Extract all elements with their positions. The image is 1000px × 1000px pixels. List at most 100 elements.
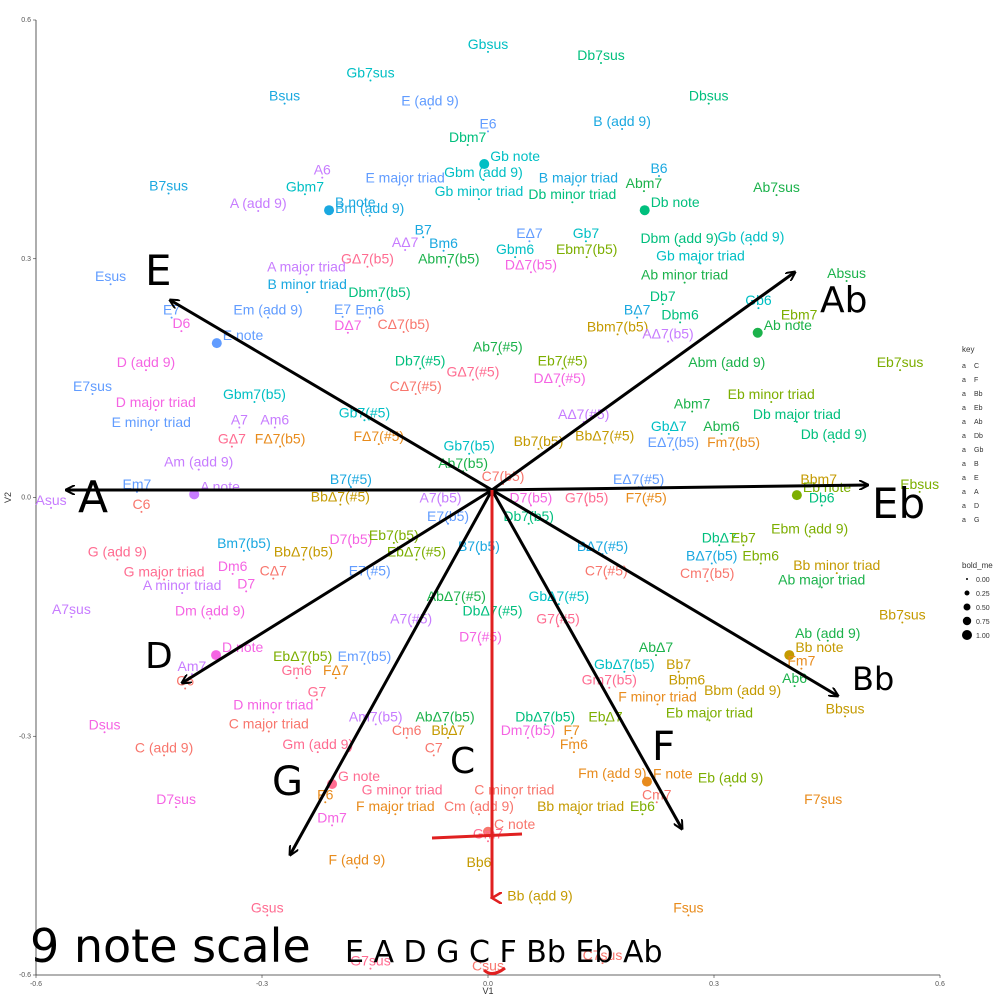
point-label: Gb7sus — [346, 64, 394, 80]
legend-swatch: a — [962, 363, 966, 370]
point-label: Ebm6 — [742, 548, 779, 564]
note-point — [752, 327, 763, 338]
legend-key-label: Gb — [974, 447, 983, 454]
chord-point — [266, 914, 269, 917]
point-label: GΔ7 — [218, 431, 246, 447]
chord-point — [685, 686, 688, 689]
point-label: Dm (add 9) — [175, 602, 245, 618]
chord-point — [230, 445, 233, 448]
legend-size-title: bold_me — [962, 561, 993, 570]
chord-point — [103, 731, 106, 734]
point-label: Bb major triad — [537, 798, 624, 814]
chord-point — [50, 506, 53, 509]
point-label: Ab7(#5) — [473, 338, 523, 354]
chord-point — [835, 572, 838, 575]
chord-point — [706, 580, 709, 583]
data-points — [50, 50, 921, 975]
point-label: Gbm7(b5) — [223, 386, 286, 402]
y-tick-label: 0.3 — [21, 256, 31, 263]
point-label: Bb (add 9) — [507, 887, 572, 903]
point-label: Eb note — [803, 479, 851, 495]
chord-point — [479, 643, 482, 646]
chord-point — [820, 504, 823, 507]
point-label: Eb7(b5) — [369, 527, 419, 543]
point-label: Absus — [827, 265, 866, 281]
point-label: Gm7 — [473, 825, 504, 841]
chord-point — [414, 393, 417, 396]
chord-point — [442, 249, 445, 252]
chord-point — [537, 447, 540, 450]
point-label: Fm7(b5) — [707, 434, 760, 450]
chord-point — [279, 445, 282, 448]
chord-point — [405, 736, 408, 739]
legend-swatch: a — [962, 377, 966, 384]
chord-point — [369, 79, 372, 82]
point-label: FΔ7(b5) — [255, 431, 306, 447]
point-label: Db note — [651, 194, 700, 210]
note-point — [639, 205, 650, 216]
chord-point — [197, 468, 200, 471]
point-label: CΔ7(#5) — [390, 378, 442, 394]
point-label: D7(b5) — [329, 531, 372, 547]
chord-point — [487, 840, 489, 843]
point-label: GbΔ7(#5) — [528, 588, 589, 604]
chord-point — [654, 654, 657, 657]
chord-point — [167, 192, 170, 195]
chord-point — [140, 510, 143, 513]
legend-size-dot — [962, 616, 972, 626]
point-label: A (add 9) — [230, 195, 287, 211]
point-label: E7(#5) — [349, 563, 391, 579]
point-label: Gbm7 — [286, 178, 324, 194]
chord-point — [366, 265, 369, 268]
point-label: FΔ7(#5) — [353, 428, 404, 444]
chord-point — [401, 796, 404, 799]
chord-point — [571, 201, 574, 204]
point-label: Ab7sus — [753, 179, 800, 195]
chord-point — [339, 503, 342, 506]
chord-point — [302, 558, 305, 561]
annotation-arrow-label: E — [145, 246, 172, 295]
point-label: Abm7 — [674, 396, 711, 412]
point-label: Eb major triad — [666, 704, 753, 720]
point-label: Bbm6 — [669, 672, 706, 688]
point-label: Dbm7(b5) — [348, 284, 410, 300]
chord-point — [558, 385, 561, 388]
point-label: EbΔ7(b5) — [273, 648, 332, 664]
point-label: Eb7sus — [877, 354, 924, 370]
note-point — [324, 205, 335, 216]
point-label: Bsus — [269, 88, 300, 104]
point-label: Db minor triad — [528, 186, 616, 202]
chord-point — [444, 723, 447, 726]
chord-point — [661, 303, 664, 306]
point-label: Db7sus — [577, 47, 624, 63]
point-label: FΔ7 — [323, 662, 349, 678]
chord-point — [477, 553, 480, 556]
chord-point — [428, 107, 431, 110]
chord-point — [482, 178, 485, 181]
chord-point — [305, 273, 308, 276]
point-label: Db major triad — [753, 406, 841, 422]
point-label: D minor triad — [233, 696, 313, 712]
legend-swatch: a — [962, 489, 966, 496]
point-label: F (add 9) — [329, 852, 386, 868]
chord-point — [447, 265, 450, 268]
chord-point — [616, 333, 619, 336]
point-label: AΔ7(#5) — [558, 406, 609, 422]
chord-point — [611, 779, 614, 782]
point-label: GbΔ7 — [651, 418, 687, 434]
legend-swatch: a — [962, 447, 966, 454]
point-label: Bm6 — [429, 235, 458, 251]
point-label: Ab minor triad — [641, 267, 728, 283]
annotation-arrow — [491, 488, 838, 696]
chord-point — [70, 615, 73, 618]
chord-point — [303, 193, 306, 196]
point-label: Dm7 — [317, 809, 347, 825]
chord-point — [687, 914, 690, 917]
point-label: Gm (add 9) — [282, 736, 353, 752]
point-label: Csus — [472, 957, 504, 973]
legend-swatch: a — [962, 405, 966, 412]
point-label: Dbsus — [689, 88, 729, 104]
point-label: G major triad — [124, 563, 205, 579]
chord-point — [363, 662, 366, 665]
